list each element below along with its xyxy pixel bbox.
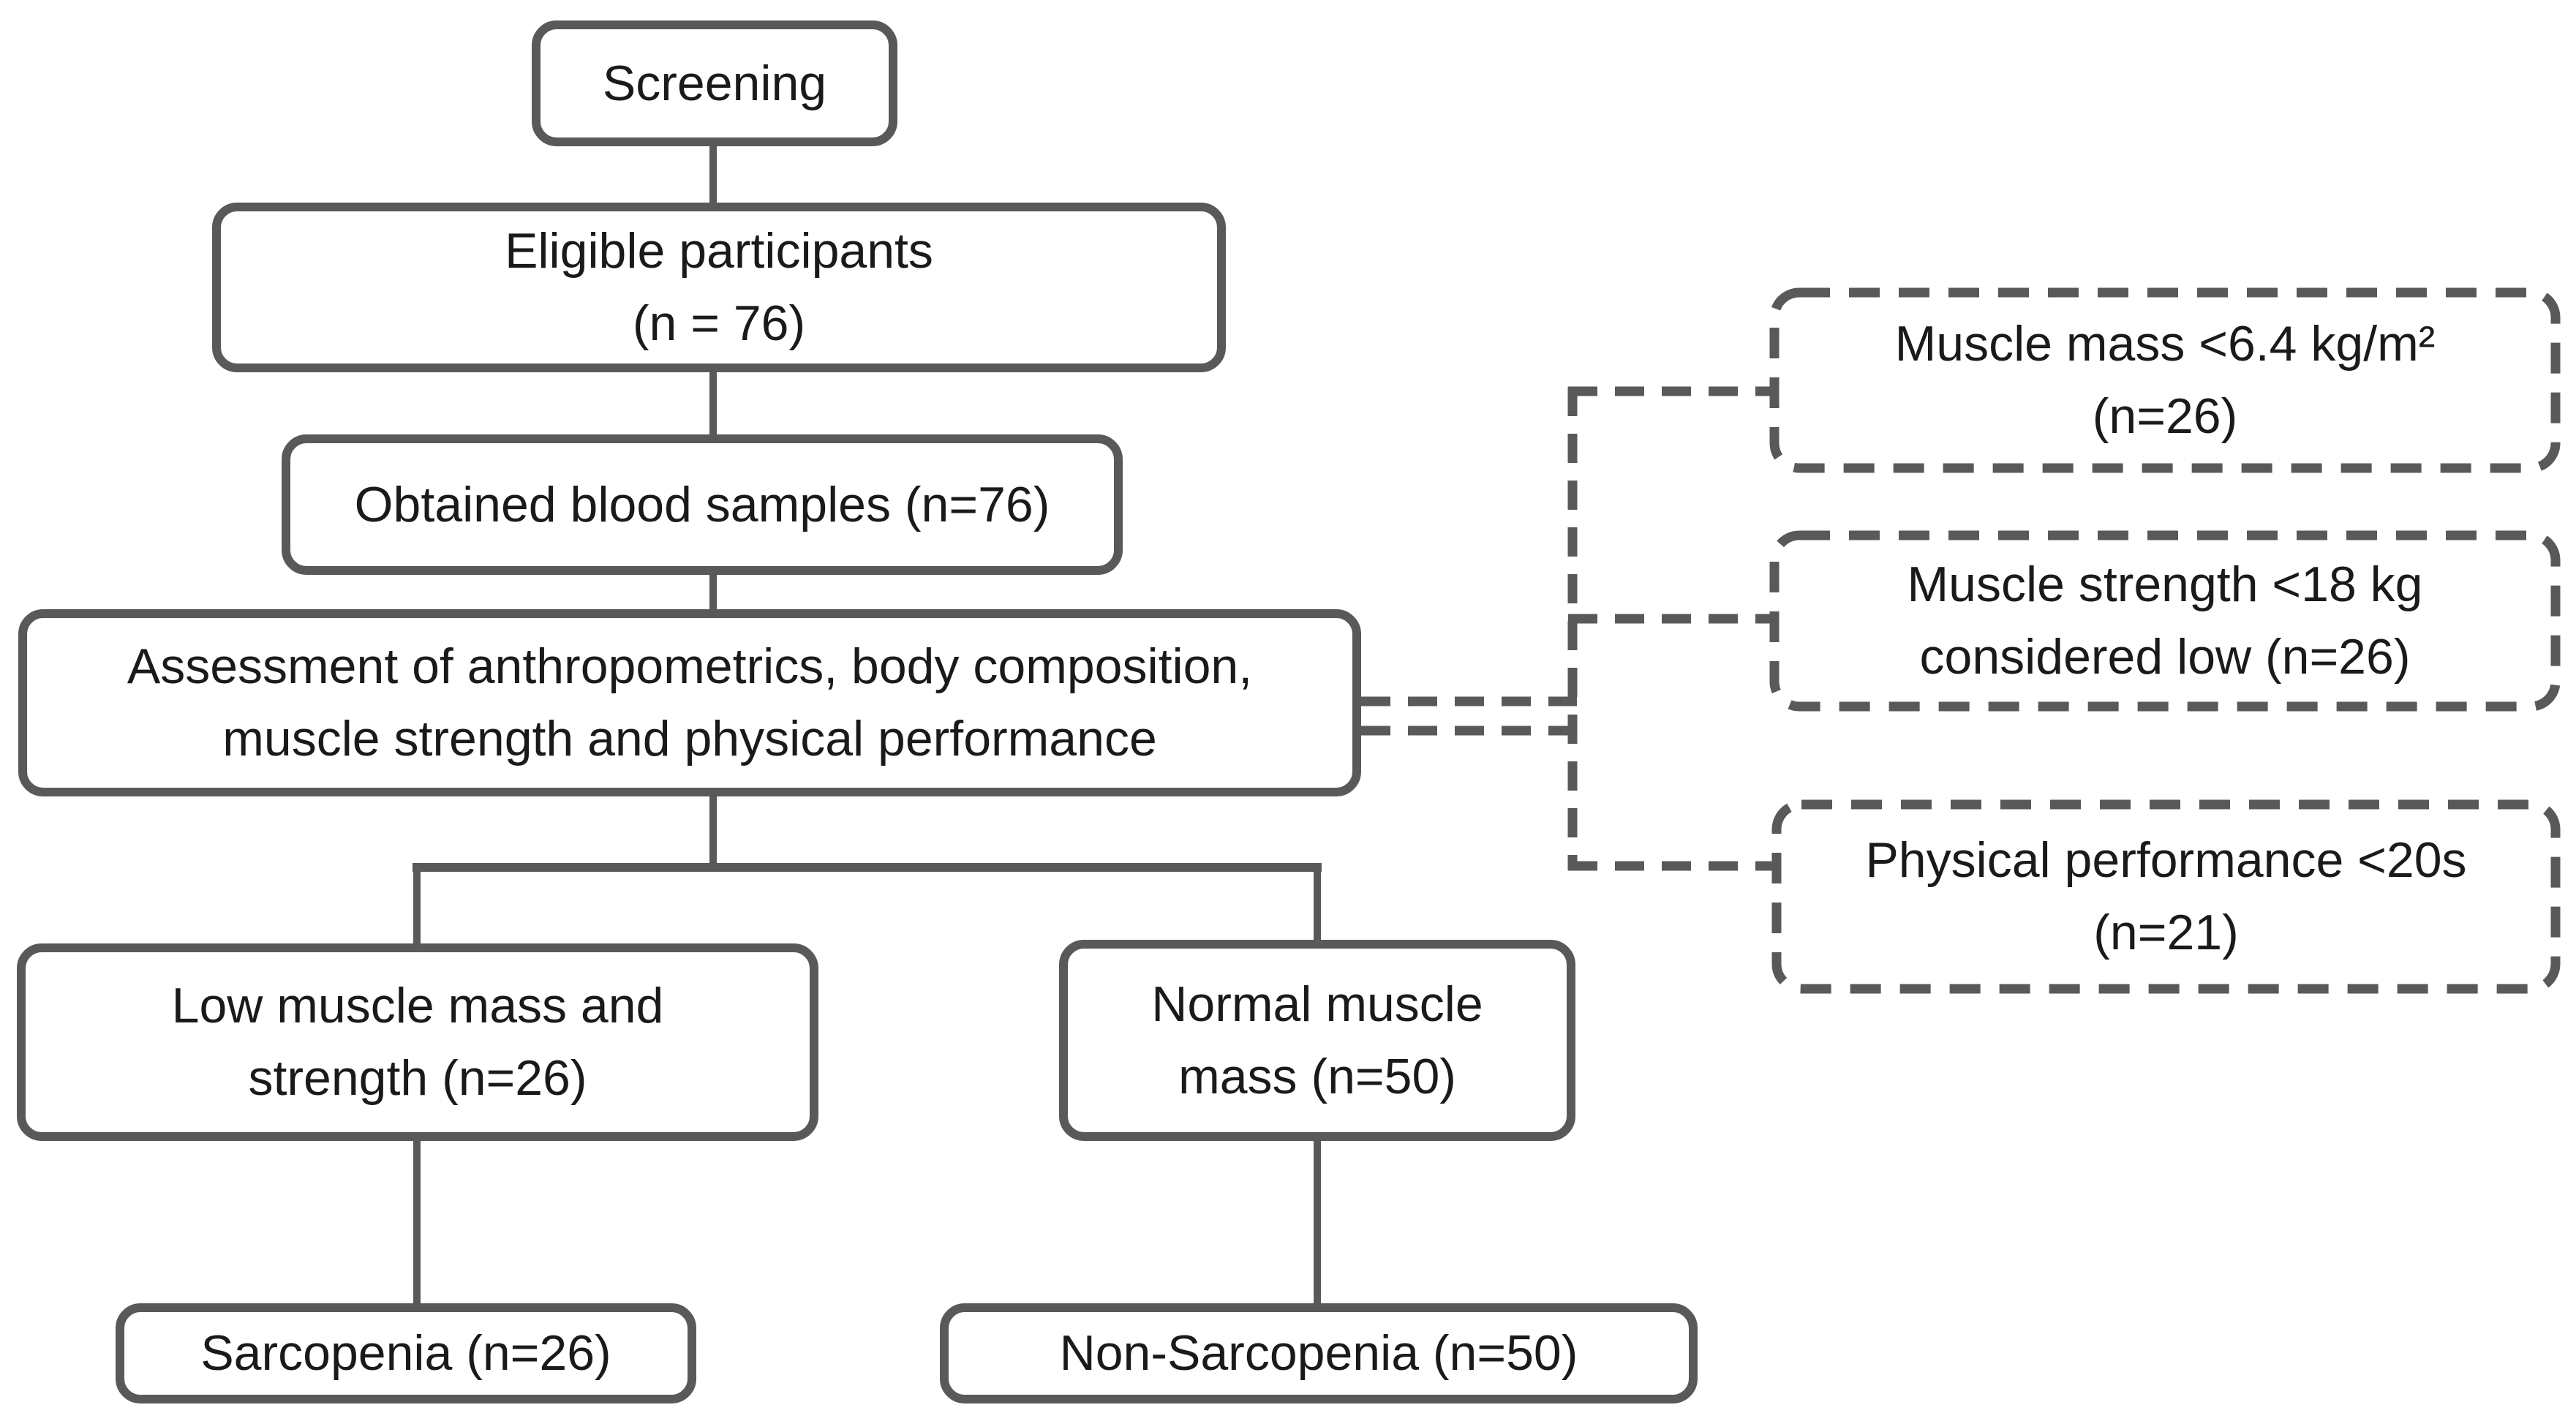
muscle-mass-criterion-label-line1: Muscle mass <6.4 kg/m² bbox=[1894, 316, 2436, 372]
sarcopenia-box: Sarcopenia (n=26) bbox=[116, 1303, 696, 1403]
low-muscle-mass-box: Low muscle mass and strength (n=26) bbox=[17, 943, 818, 1141]
physical-performance-criterion-outline bbox=[1771, 799, 2561, 994]
normal-muscle-mass-label-line2: mass (n=50) bbox=[1178, 1048, 1456, 1104]
assessment-label-line1: Assessment of anthropometrics, body comp… bbox=[127, 638, 1253, 695]
muscle-strength-criterion-label-line1: Muscle strength <18 kg bbox=[1907, 557, 2423, 613]
muscle-mass-criterion-label-line2: (n=26) bbox=[2092, 388, 2238, 444]
screening-label: Screening bbox=[602, 55, 827, 111]
obtained-blood-samples-label: Obtained blood samples (n=76) bbox=[354, 476, 1050, 532]
muscle-strength-criterion-label-line2: considered low (n=26) bbox=[1919, 629, 2411, 685]
assessment-box: Assessment of anthropometrics, body comp… bbox=[18, 609, 1361, 796]
non-sarcopenia-label: Non-Sarcopenia (n=50) bbox=[1059, 1325, 1578, 1382]
muscle-mass-criterion-outline bbox=[1769, 287, 2561, 473]
sarcopenia-label: Sarcopenia (n=26) bbox=[200, 1325, 611, 1382]
muscle-strength-criterion-outline bbox=[1769, 530, 2561, 712]
screening-box: Screening bbox=[532, 20, 897, 146]
eligible-participants-label-line2: (n = 76) bbox=[632, 295, 806, 351]
eligible-participants-box: Eligible participants (n = 76) bbox=[212, 203, 1226, 372]
muscle-mass-criterion-box: Muscle mass <6.4 kg/m² (n=26) bbox=[1770, 288, 2560, 472]
physical-performance-criterion-label-line1: Physical performance <20s bbox=[1865, 832, 2467, 889]
normal-muscle-mass-label-line1: Normal muscle bbox=[1151, 976, 1483, 1032]
low-muscle-mass-label-line2: strength (n=26) bbox=[248, 1050, 587, 1106]
obtained-blood-samples-box: Obtained blood samples (n=76) bbox=[282, 434, 1123, 575]
physical-performance-criterion-label-line2: (n=21) bbox=[2093, 905, 2239, 960]
non-sarcopenia-box: Non-Sarcopenia (n=50) bbox=[940, 1303, 1698, 1403]
assessment-label-line2: muscle strength and physical performance bbox=[222, 711, 1157, 766]
muscle-strength-criterion-box: Muscle strength <18 kg considered low (n… bbox=[1770, 531, 2560, 711]
low-muscle-mass-label-line1: Low muscle mass and bbox=[171, 978, 664, 1034]
normal-muscle-mass-box: Normal muscle mass (n=50) bbox=[1059, 940, 1575, 1141]
physical-performance-criterion-box: Physical performance <20s (n=21) bbox=[1772, 800, 2560, 993]
eligible-participants-label-line1: Eligible participants bbox=[505, 223, 933, 279]
